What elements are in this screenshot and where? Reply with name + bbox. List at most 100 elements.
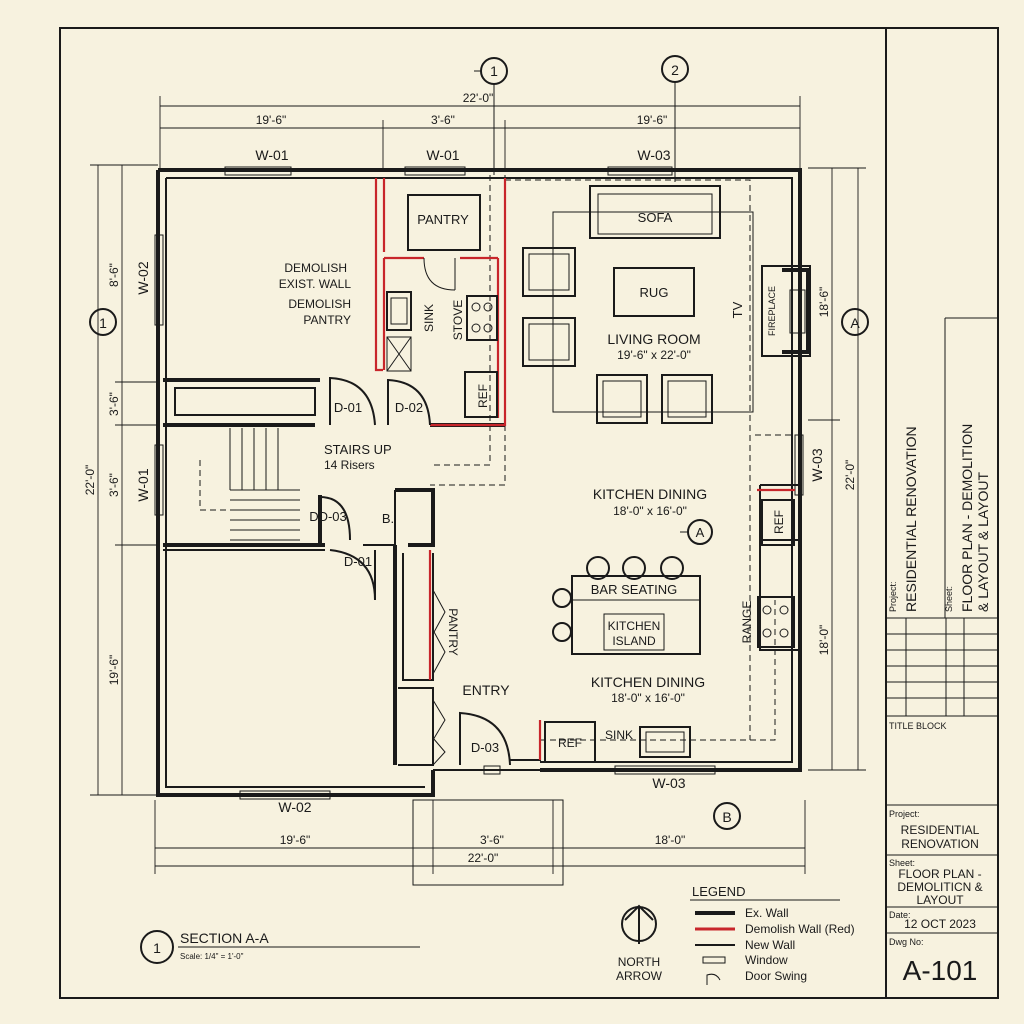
living-area-outline <box>552 211 754 413</box>
svg-text:W-02: W-02 <box>278 799 311 815</box>
svg-text:22'-0": 22'-0" <box>83 465 97 496</box>
dimensions-left: 8'-6" 3'-6" 3'-6" 19'-6" 22'-0" <box>83 164 158 796</box>
svg-text:W-01: W-01 <box>426 147 459 163</box>
svg-text:18'-6": 18'-6" <box>817 287 831 318</box>
svg-text:W-01: W-01 <box>255 147 288 163</box>
tv-label: TV <box>730 301 745 318</box>
svg-text:RUG: RUG <box>640 285 669 300</box>
grid-bubble-2-top[interactable]: 2 <box>661 55 689 83</box>
svg-text:SINK: SINK <box>605 728 633 742</box>
svg-text:Project:: Project: <box>888 581 898 612</box>
svg-text:B: B <box>722 809 731 825</box>
svg-text:STOVE: STOVE <box>451 300 465 340</box>
grid-bubble-a-right[interactable]: A <box>841 308 869 336</box>
kitchen-island: BAR SEATING KITCHEN ISLAND <box>571 575 701 655</box>
svg-text:W-03: W-03 <box>652 775 685 791</box>
legend-item-new-wall: New Wall <box>745 938 795 952</box>
kitchen-dining-size-1: 18'-0" x 16'-0" <box>613 504 687 518</box>
armchair-1 <box>522 247 576 297</box>
svg-text:19'-6": 19'-6" <box>256 113 287 127</box>
door-d01-upper[interactable]: D-01 <box>329 376 376 426</box>
door-dd03[interactable]: DD-03 <box>309 496 351 541</box>
dimensions-right: 18'-6" 22'-0" 18'-0" <box>808 167 866 771</box>
ref-fixture-bottom: REF <box>544 721 596 763</box>
svg-text:19'-6": 19'-6" <box>637 113 668 127</box>
svg-text:FLOOR PLAN -: FLOOR PLAN - <box>898 867 981 881</box>
svg-text:SINK: SINK <box>422 304 436 332</box>
range-fixture: RANGE <box>740 596 795 648</box>
armchair-3 <box>596 374 648 424</box>
demolish-pantry-label-2: PANTRY <box>303 313 351 327</box>
svg-text:A: A <box>850 315 860 331</box>
window-w02-left-upper[interactable]: W-02 <box>135 234 164 326</box>
title-block-heading: TITLE BLOCK <box>889 721 947 731</box>
svg-text:RENOVATION: RENOVATION <box>901 837 979 851</box>
svg-text:ISLAND: ISLAND <box>612 634 656 648</box>
svg-text:W-02: W-02 <box>135 261 151 294</box>
door-d03[interactable]: D-03 <box>459 711 511 766</box>
svg-text:3'-6": 3'-6" <box>107 473 121 497</box>
kitchen-dining-size-2: 18'-0" x 16'-0" <box>611 691 685 705</box>
svg-text:KITCHEN: KITCHEN <box>608 619 661 633</box>
svg-text:1: 1 <box>153 940 161 956</box>
window-w01-top-mid[interactable]: W-01 <box>404 147 466 176</box>
kitchen-dining-label-1: KITCHEN DINING <box>593 486 707 502</box>
grid-bubble-b-bottom[interactable]: B <box>713 802 741 830</box>
svg-text:Project:: Project: <box>889 809 920 819</box>
grid-bubble-1-top[interactable]: 1 <box>474 57 508 85</box>
staircase: STAIRS UP 14 Risers <box>229 428 392 541</box>
window-w01-left-mid[interactable]: W-01 <box>135 444 164 516</box>
stove-fixture: STOVE <box>451 295 498 341</box>
svg-text:FLOOR PLAN - DEMOLITION: FLOOR PLAN - DEMOLITION <box>959 424 975 612</box>
svg-text:SECTION A-A: SECTION A-A <box>180 930 269 946</box>
svg-text:RESIDENTIAL RENOVATION: RESIDENTIAL RENOVATION <box>903 426 919 612</box>
ref-fixture-upper: REF <box>464 371 498 418</box>
svg-text:Sheet:: Sheet: <box>889 858 915 868</box>
svg-text:D-01: D-01 <box>344 554 372 569</box>
kitchen-dining-label-2: KITCHEN DINING <box>591 674 705 690</box>
svg-text:1: 1 <box>99 315 107 331</box>
window-w01-top-left[interactable]: W-01 <box>224 147 292 176</box>
svg-text:19'-6": 19'-6" <box>107 655 121 686</box>
pantry-closet-entry[interactable]: PANTRY <box>432 589 460 675</box>
interior-walls <box>163 378 801 766</box>
svg-text:ARROW: ARROW <box>616 969 663 983</box>
svg-text:& LAYOUT & LAYOUT: & LAYOUT & LAYOUT <box>975 472 991 612</box>
demolish-pantry-label-1: DEMOLISH <box>288 297 351 311</box>
section-callout[interactable]: 1 SECTION A-A Scale: 1/4" = 1'-0" <box>140 930 420 964</box>
rug: RUG <box>613 267 695 317</box>
window-w03-bottom[interactable]: W-03 <box>614 765 716 791</box>
legend: LEGEND Ex. Wall Demolish Wall (Red) New … <box>690 884 855 985</box>
living-room-label: LIVING ROOM <box>607 331 700 347</box>
grid-bubble-a-kitchen[interactable]: A <box>680 519 713 545</box>
svg-text:A: A <box>696 525 705 540</box>
svg-text:18'-0": 18'-0" <box>817 625 831 656</box>
window-small-bottom[interactable] <box>483 765 501 775</box>
door-d02[interactable]: D-02 <box>387 378 431 426</box>
svg-text:BAR SEATING: BAR SEATING <box>591 582 677 597</box>
svg-text:Dwg No:: Dwg No: <box>889 937 924 947</box>
svg-text:3'-6": 3'-6" <box>107 392 121 416</box>
pantry-door-swing[interactable] <box>423 257 456 291</box>
legend-item-demolish: Demolish Wall (Red) <box>745 922 855 936</box>
window-w02-bottom[interactable]: W-02 <box>239 790 331 815</box>
demolish-walls <box>374 178 795 760</box>
svg-text:RANGE: RANGE <box>740 601 754 644</box>
svg-text:W-01: W-01 <box>135 468 151 501</box>
sink-fixture-bottom: SINK <box>605 726 691 758</box>
window-w03-top-right[interactable]: W-03 <box>607 147 673 176</box>
title-block: Project: RESIDENTIAL RENOVATION Sheet: F… <box>886 317 998 986</box>
svg-text:W-03: W-03 <box>637 147 670 163</box>
grid-bubble-1-left[interactable]: 1 <box>89 308 117 336</box>
door-d01-lower[interactable]: D-01 <box>329 549 376 601</box>
closet-door-entry[interactable] <box>432 699 446 766</box>
svg-text:Sheet:: Sheet: <box>944 586 954 612</box>
north-arrow: NORTH ARROW <box>616 904 663 983</box>
svg-text:Scale: 1/4" = 1'-0": Scale: 1/4" = 1'-0" <box>180 952 244 961</box>
svg-text:REF: REF <box>558 736 582 750</box>
svg-text:RESIDENTIAL: RESIDENTIAL <box>901 823 980 837</box>
svg-text:D-03: D-03 <box>471 740 499 755</box>
svg-text:8'-6": 8'-6" <box>107 263 121 287</box>
pantry-label: PANTRY <box>417 212 469 227</box>
